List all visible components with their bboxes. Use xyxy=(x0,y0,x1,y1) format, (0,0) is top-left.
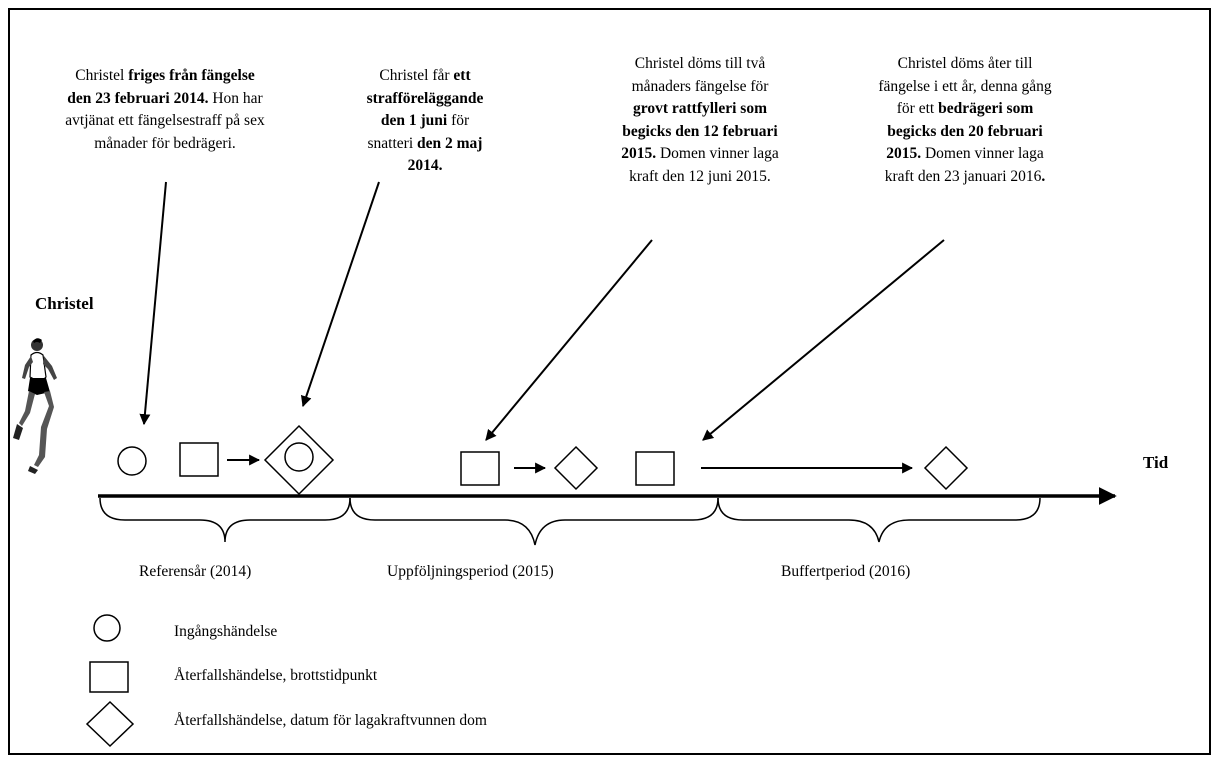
arrow-3 xyxy=(485,239,653,441)
annotation-text: Domen vinner laga xyxy=(921,145,1044,162)
annotation-4: Christel döms åter till fängelse i ett år… xyxy=(835,53,1095,188)
entry-event-circle-2 xyxy=(284,442,314,472)
annotation-bold-text: bedrägeri som xyxy=(938,100,1034,117)
circle-icon xyxy=(93,614,121,642)
annotation-bold-text: 2015. xyxy=(621,145,657,162)
arrow-4 xyxy=(702,239,945,441)
annotation-bold-text: 2015. xyxy=(886,145,922,162)
legend-label-entry: Ingångshändelse xyxy=(174,623,278,640)
crime-event-square-2 xyxy=(460,451,500,486)
runner-figure xyxy=(13,338,57,474)
arrow-2 xyxy=(300,181,380,408)
verdict-event-diamond-2 xyxy=(553,445,599,491)
annotation-text: Christel xyxy=(75,67,129,84)
verdict-event-diamond-3 xyxy=(923,445,969,491)
annotation-text: för xyxy=(447,112,470,129)
period-label-reference: Referensår (2014) xyxy=(139,563,252,580)
legend-label-verdict: Återfallshändelse, datum för lagakraftvu… xyxy=(174,712,487,729)
annotation-bold-text: begicks den 20 februari xyxy=(887,122,1043,140)
annotation-text: månader för bedrägeri. xyxy=(94,134,236,152)
axis-label: Tid xyxy=(1143,453,1169,472)
annotation-bold-text: den 1 juni xyxy=(380,112,448,129)
annotation-text: Christel döms till två xyxy=(634,55,766,72)
annotation-text: Christel döms åter till xyxy=(897,55,1033,72)
annotation-text: Domen vinner laga xyxy=(656,145,779,162)
annotation-bold-text: friges från fängelse xyxy=(128,67,255,84)
brace-followup xyxy=(349,497,719,546)
verdict-event-diamond-1 xyxy=(263,424,335,496)
annotation-text: Christel får xyxy=(379,67,454,84)
annotation-text: fängelse i ett år, denna gång xyxy=(878,77,1052,95)
annotation-text: Hon har xyxy=(208,89,263,107)
annotation-bold-text: begicks den 12 februari xyxy=(622,122,778,140)
annotation-1: Christel friges från fängelse den 23 febr… xyxy=(20,65,310,155)
annotation-bold-text: 2014. xyxy=(407,157,443,174)
annotation-text: snatteri xyxy=(367,134,418,152)
period-label-followup: Uppföljningsperiod (2015) xyxy=(387,563,554,580)
annotation-bold-text: den 2 maj xyxy=(417,134,483,152)
annotation-text: månaders fängelse för xyxy=(631,77,769,95)
annotation-bold-text: grovt rattfylleri som xyxy=(633,100,767,117)
annotation-bold-text: strafföreläggande xyxy=(366,89,484,107)
annotation-text: avtjänat ett fängelsestraff på sex xyxy=(65,112,265,129)
arrow-1 xyxy=(139,181,167,426)
annotation-text: kraft den 12 juni 2015. xyxy=(629,167,771,185)
legend-label-crime: Återfallshändelse, brottstidpunkt xyxy=(174,667,378,684)
entry-event-circle xyxy=(117,446,147,476)
annotation-2: Christel får ett strafföreläggande den 1 j… xyxy=(340,65,510,178)
crime-event-square-1 xyxy=(179,442,219,477)
period-label-buffer: Buffertperiod (2016) xyxy=(781,563,911,580)
annotation-3: Christel döms till två månaders fängelse … xyxy=(575,53,825,188)
diamond-icon xyxy=(85,700,135,748)
brace-buffer xyxy=(717,497,1041,543)
annotation-bold-text: . xyxy=(1041,167,1046,185)
crime-event-square-3 xyxy=(635,451,675,486)
square-icon xyxy=(89,661,129,693)
annotation-text: för ett xyxy=(896,100,939,117)
brace-reference xyxy=(99,497,351,543)
annotation-text: kraft den 23 januari 2016 xyxy=(884,167,1042,185)
person-name: Christel xyxy=(35,294,94,313)
diagram-frame xyxy=(8,8,1211,755)
annotation-bold-text: ett xyxy=(453,67,471,84)
annotation-bold-text: den 23 februari 2014. xyxy=(67,89,209,107)
